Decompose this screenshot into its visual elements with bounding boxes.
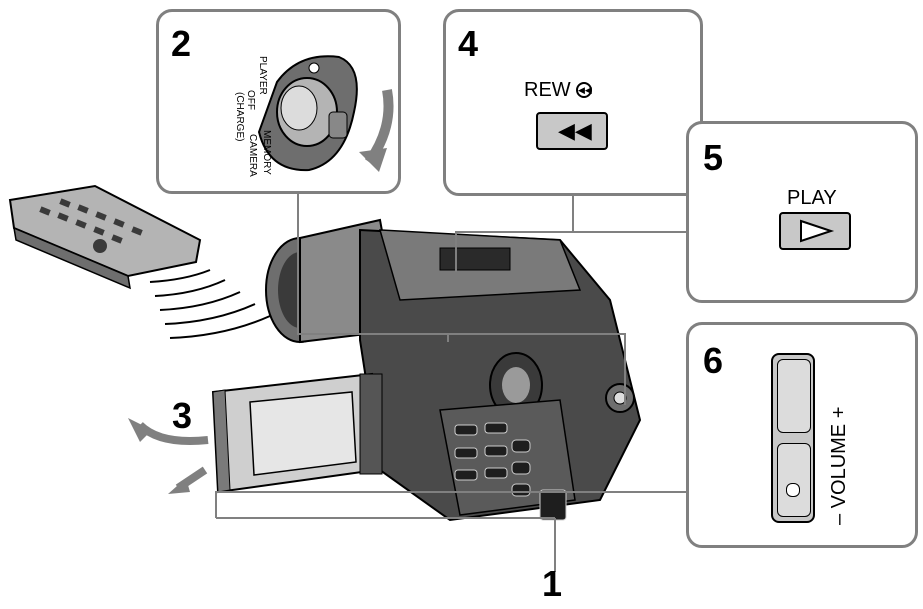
panel-volume: 6 – VOLUME + — [686, 322, 918, 548]
switch-label-off: OFF — [245, 90, 256, 110]
play-button[interactable] — [779, 212, 851, 250]
step-number-5: 5 — [703, 137, 724, 178]
rewind-arrows-icon: ◀◀ — [558, 118, 592, 143]
switch-label-camera: CAMERA — [247, 134, 258, 177]
play-label: PLAY — [787, 187, 837, 209]
camcorder-illustration — [211, 218, 642, 522]
switch-label-memory: MEMORY — [261, 130, 272, 175]
volume-label: – VOLUME + — [828, 406, 850, 525]
volume-minus-dot-icon — [786, 483, 800, 497]
panel-rewind: 4 REW ◀◀ ◀◀ — [443, 9, 703, 196]
rewind-icon: ◀◀ — [576, 82, 592, 98]
volume-rocker-button[interactable] — [771, 353, 815, 523]
step-number-2: 2 — [171, 23, 192, 64]
rewind-label: REW — [524, 79, 571, 101]
switch-label-player: PLAYER — [257, 56, 268, 95]
open-screen-arrows — [128, 418, 209, 494]
volume-minus-segment[interactable] — [777, 443, 811, 517]
step-number-6: 6 — [703, 340, 724, 381]
step-number-1: 1 — [542, 563, 563, 604]
rewind-button[interactable]: ◀◀ — [536, 112, 608, 150]
panel-play: 5 PLAY — [686, 121, 918, 303]
volume-plus-segment[interactable] — [777, 359, 811, 433]
play-triangle-icon — [800, 219, 835, 243]
step-number-3: 3 — [172, 395, 193, 436]
leader-lines — [215, 194, 686, 572]
step-number-4: 4 — [458, 23, 479, 64]
switch-label-charge: (CHARGE) — [234, 92, 245, 142]
panel-power-switch: 2 PLAYER OFF (CHARGE) MEMORY CAMERA — [156, 9, 401, 194]
remote-control-illustration — [8, 184, 271, 339]
power-switch-illustration — [257, 55, 394, 172]
